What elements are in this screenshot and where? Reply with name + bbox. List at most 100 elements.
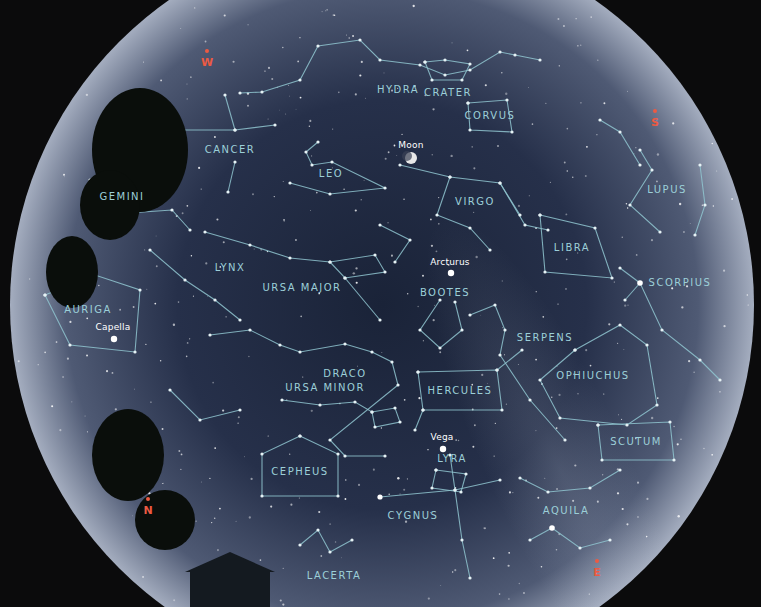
star <box>162 483 163 484</box>
star <box>422 275 424 277</box>
star-name: Moon <box>398 141 423 150</box>
constellation-star <box>466 101 469 104</box>
star-deneb <box>377 494 382 499</box>
constellation-star <box>698 358 701 361</box>
star <box>559 65 560 66</box>
constellation-star <box>468 313 471 316</box>
star <box>325 10 326 11</box>
star <box>250 478 252 480</box>
star-antares <box>637 280 643 286</box>
star <box>693 371 695 373</box>
star <box>162 428 164 430</box>
constellation-star <box>328 260 331 263</box>
star <box>318 511 320 513</box>
star <box>346 34 347 35</box>
star <box>545 103 546 104</box>
star <box>507 565 509 567</box>
constellation-star <box>510 130 513 133</box>
star <box>224 14 226 16</box>
star <box>69 321 71 323</box>
constellation-star <box>718 378 721 381</box>
constellation-name: CRATER <box>424 88 472 98</box>
star <box>485 84 487 86</box>
constellation-star <box>573 348 576 351</box>
star <box>260 559 262 561</box>
constellation-star <box>328 550 331 553</box>
constellation-line <box>380 480 500 497</box>
star <box>365 97 367 99</box>
star <box>679 203 681 205</box>
constellation-line <box>380 225 410 262</box>
star <box>480 314 482 316</box>
star <box>145 344 146 345</box>
star <box>253 248 255 250</box>
star <box>597 501 599 503</box>
constellation-star <box>328 260 331 263</box>
constellation-star <box>668 420 671 423</box>
star <box>187 98 188 99</box>
constellation-star <box>168 388 171 391</box>
constellation-star <box>638 148 641 151</box>
star <box>407 478 408 479</box>
constellation-star <box>625 423 628 426</box>
constellation-star <box>468 226 471 229</box>
constellation-star <box>498 353 501 356</box>
constellation-name: LEO <box>319 169 343 179</box>
star <box>133 306 135 308</box>
star <box>430 219 432 221</box>
star <box>567 128 569 130</box>
star <box>200 481 202 483</box>
star <box>417 306 419 308</box>
constellation-name: URSA MINOR <box>285 383 365 393</box>
constellation-line <box>620 268 640 283</box>
constellation-name: BOOTES <box>420 288 470 298</box>
star <box>618 414 619 415</box>
constellation-star <box>573 348 576 351</box>
constellation-line <box>225 95 235 130</box>
constellation-star <box>623 298 626 301</box>
star <box>236 521 237 522</box>
star <box>86 317 88 319</box>
constellation-star <box>563 438 566 441</box>
star <box>747 294 749 296</box>
star <box>523 592 525 594</box>
star <box>338 92 340 94</box>
compass-dot <box>653 109 657 113</box>
star <box>537 497 539 499</box>
star-name: Arcturus <box>430 258 470 267</box>
star <box>473 212 474 213</box>
star <box>683 231 684 232</box>
star <box>689 222 691 224</box>
star <box>651 417 653 419</box>
star <box>572 500 574 502</box>
star <box>481 374 483 376</box>
constellation-star <box>233 128 236 131</box>
star <box>508 598 510 600</box>
constellation-star <box>378 318 381 321</box>
star <box>501 72 502 73</box>
star <box>564 162 566 164</box>
constellation-star <box>198 418 201 421</box>
constellation-star <box>495 368 498 371</box>
constellation-star <box>233 160 236 163</box>
star <box>356 282 358 284</box>
constellation-star <box>370 350 373 353</box>
star <box>565 288 566 289</box>
constellation-star <box>318 403 321 406</box>
constellation-star <box>328 192 331 195</box>
star <box>637 516 639 518</box>
star <box>574 464 576 466</box>
star <box>673 426 675 428</box>
star <box>499 593 501 595</box>
star-name: Capella <box>96 323 131 332</box>
star <box>248 356 249 357</box>
constellation-star <box>468 576 471 579</box>
star <box>67 358 69 360</box>
constellation-star <box>453 488 456 491</box>
star <box>357 365 359 367</box>
star <box>716 170 717 171</box>
constellation-star <box>148 248 151 251</box>
star <box>279 109 281 111</box>
constellation-star <box>416 370 419 373</box>
star <box>542 316 544 318</box>
